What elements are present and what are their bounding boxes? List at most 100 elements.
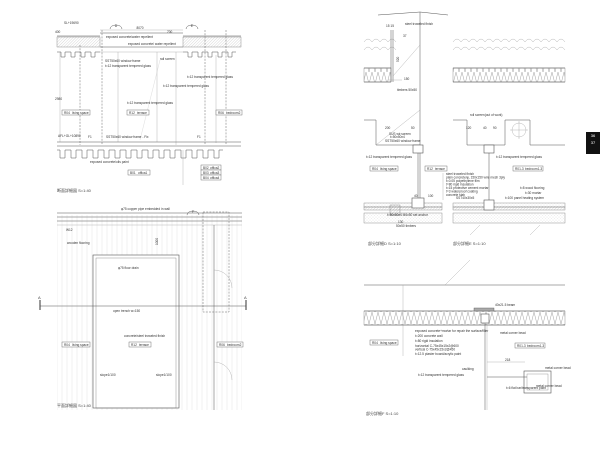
page-number-tab: 36 37 xyxy=(586,132,600,154)
section-mark-f: F xyxy=(192,210,194,214)
door-swing-1 xyxy=(213,269,233,289)
detail-f-drawing: 40x21.5 beam metal corner bead exposed c… xyxy=(363,259,571,416)
gravel-layer xyxy=(452,38,566,51)
svg-text:B04: B04 xyxy=(203,176,209,180)
svg-text:R06: R06 xyxy=(218,111,224,115)
dim-200: 200 xyxy=(385,126,391,130)
label-glass-d: t=12 transparent tempered glass xyxy=(366,155,412,159)
dim-150: 150 xyxy=(404,77,410,81)
room-tag: R12 terrace xyxy=(424,165,448,172)
floor-fins xyxy=(57,149,223,159)
dim-37: 37 xyxy=(403,34,407,38)
svg-text:bedroom2: bedroom2 xyxy=(226,111,241,115)
room-tag: R04 living space xyxy=(369,339,399,346)
label-glass-3: t=12 transparent tempered glass xyxy=(163,84,209,88)
room-tag: B01 offica1 xyxy=(127,169,151,176)
label-metal-corner-2: metal corner bead xyxy=(536,384,562,388)
dim-218: 218 xyxy=(505,358,511,362)
room-tag: R06 bedroom2 xyxy=(216,341,244,348)
svg-text:living space: living space xyxy=(380,341,397,345)
dim-side-3: 2980 xyxy=(55,97,62,101)
label-floor-drain: φ75 floor drain xyxy=(118,266,139,270)
layer-label: t=200 concrete wall xyxy=(415,334,443,338)
dim-50: 50 xyxy=(411,126,415,130)
dim-side-2: 700 xyxy=(167,30,173,34)
label-window-frame-fix: SST50x60 window frame - Fix xyxy=(106,135,149,139)
svg-text:R04: R04 xyxy=(64,343,70,347)
dim-side-1: 400 xyxy=(55,30,61,34)
room-tag: R12 terrace xyxy=(126,109,150,116)
layer-label: t=80 rigid insulation xyxy=(446,183,474,187)
label-exposed-concrete: exposed concrete/water repellent xyxy=(106,35,153,39)
terrace-area xyxy=(92,254,180,409)
label-troweled-finish: concrete/steel troweled finish xyxy=(124,334,165,338)
section-mark-e: E xyxy=(191,24,193,28)
label-steel-finish: steel troweled finish xyxy=(405,22,433,26)
label-oil-paint: exposed concrete/oils paint xyxy=(90,160,129,164)
svg-text:offica3: offica3 xyxy=(210,171,220,175)
dim-1000: 1000 xyxy=(155,238,159,245)
label-sus-screen: SUS wir.screen xyxy=(389,132,411,136)
room-tag: R04 living space xyxy=(369,165,399,172)
layer-label: steel troweled finish xyxy=(446,172,474,176)
page-number-left: 36 xyxy=(590,133,596,138)
section-detail-drawing: D E 8070 SL+19690 AFL+GL+10890 400 700 2… xyxy=(55,21,243,193)
drawing-title: 部分詳細D S=1:10 xyxy=(368,240,402,246)
label-timbers: timbers 50x50 xyxy=(397,88,417,92)
label-timbers-2: 50x50 timbers xyxy=(396,224,416,228)
drawing-title: 部分詳細F S=1:10 xyxy=(366,410,399,416)
label-exposed-concrete-2: exposed concrete/ water repellent xyxy=(128,42,176,46)
svg-text:R04: R04 xyxy=(372,341,378,345)
label-slope-1: slope1/100 xyxy=(100,373,116,377)
label-glass-4: t=12 transparent tempered glass xyxy=(127,101,173,105)
layer-label: horizontal C-75x45x15x2@600 xyxy=(415,344,459,348)
dim-top: 8070 xyxy=(136,26,143,30)
dim-520: 520 xyxy=(396,56,400,62)
label-mortar: t=30 mortar xyxy=(525,191,542,195)
layer-label: t=0.05 polyethylene film xyxy=(446,179,480,183)
svg-text:offica4: offica4 xyxy=(210,176,220,180)
room-tag: R01-3 bedroom1-3 xyxy=(514,342,546,349)
dim-90: 90 xyxy=(493,126,497,130)
label-corner-bead: metal corner bead xyxy=(500,331,526,335)
label-window-frame: SST50x60 window frame xyxy=(105,59,141,63)
label-copper-pipe: φ75 copper pipe embedded in wall xyxy=(121,207,170,211)
drawing-title: 部分詳細E S=1:10 xyxy=(453,240,486,246)
label-w12: W12 xyxy=(66,228,73,232)
beam xyxy=(473,307,495,312)
layer-label: t=15 protective cement mortar xyxy=(446,186,489,190)
label-frame-e: SST40x30x5 xyxy=(456,196,474,200)
dim-120: 120 xyxy=(466,126,472,130)
label-caulking: caulking xyxy=(462,367,474,371)
column-outline xyxy=(202,211,230,313)
label-anchor: t=50x50x4 M6x50 set anchor xyxy=(387,213,429,217)
room-tag: R01-3 bedroom1-3 xyxy=(512,165,544,172)
layer-callout-list: exposed concrete+mortar for repair the s… xyxy=(415,329,489,356)
drawing-title: 断面詳細図 S=1:40 xyxy=(57,187,92,193)
svg-text:R06: R06 xyxy=(219,343,225,347)
svg-text:R12: R12 xyxy=(427,167,433,171)
svg-text:offica1: offica1 xyxy=(138,171,148,175)
level-top: SL+19690 xyxy=(64,21,79,25)
room-tag: R06 bedroom2 xyxy=(215,109,243,116)
dim-top-d: 15 15 xyxy=(386,24,394,28)
room-tag: R04 living space xyxy=(61,109,91,116)
label-heating: t=100 panel heating system xyxy=(505,196,544,200)
plan-detail-drawing: A A F φ75 copper pipe embedded in wall W… xyxy=(38,207,247,410)
roof-slab-right xyxy=(182,36,242,48)
level-floor: AFL+GL+10890 xyxy=(58,134,81,138)
label-flat-bar: t=6 flat bar/transparent paint xyxy=(506,386,546,390)
layer-label: plain concrete/φ, 150x150 wire mesh 3ply xyxy=(446,176,505,180)
label-open-trench: open trench w=150 xyxy=(113,309,140,313)
label-f1: F1 xyxy=(88,135,92,139)
label-f2: F1 xyxy=(197,135,201,139)
label-rail-screen: rail screen xyxy=(160,57,175,61)
label-glass-e: t=12 transparent tempered glass xyxy=(496,155,542,159)
label-beam: 40x21.5 beam xyxy=(495,303,516,307)
label-glass-1: t=12 transparent tempered glass xyxy=(105,64,151,68)
roof-slab-left xyxy=(56,36,101,48)
svg-text:living space: living space xyxy=(72,343,89,347)
svg-text:bedroom1-3: bedroom1-3 xyxy=(527,344,544,348)
svg-text:living space: living space xyxy=(380,167,397,171)
